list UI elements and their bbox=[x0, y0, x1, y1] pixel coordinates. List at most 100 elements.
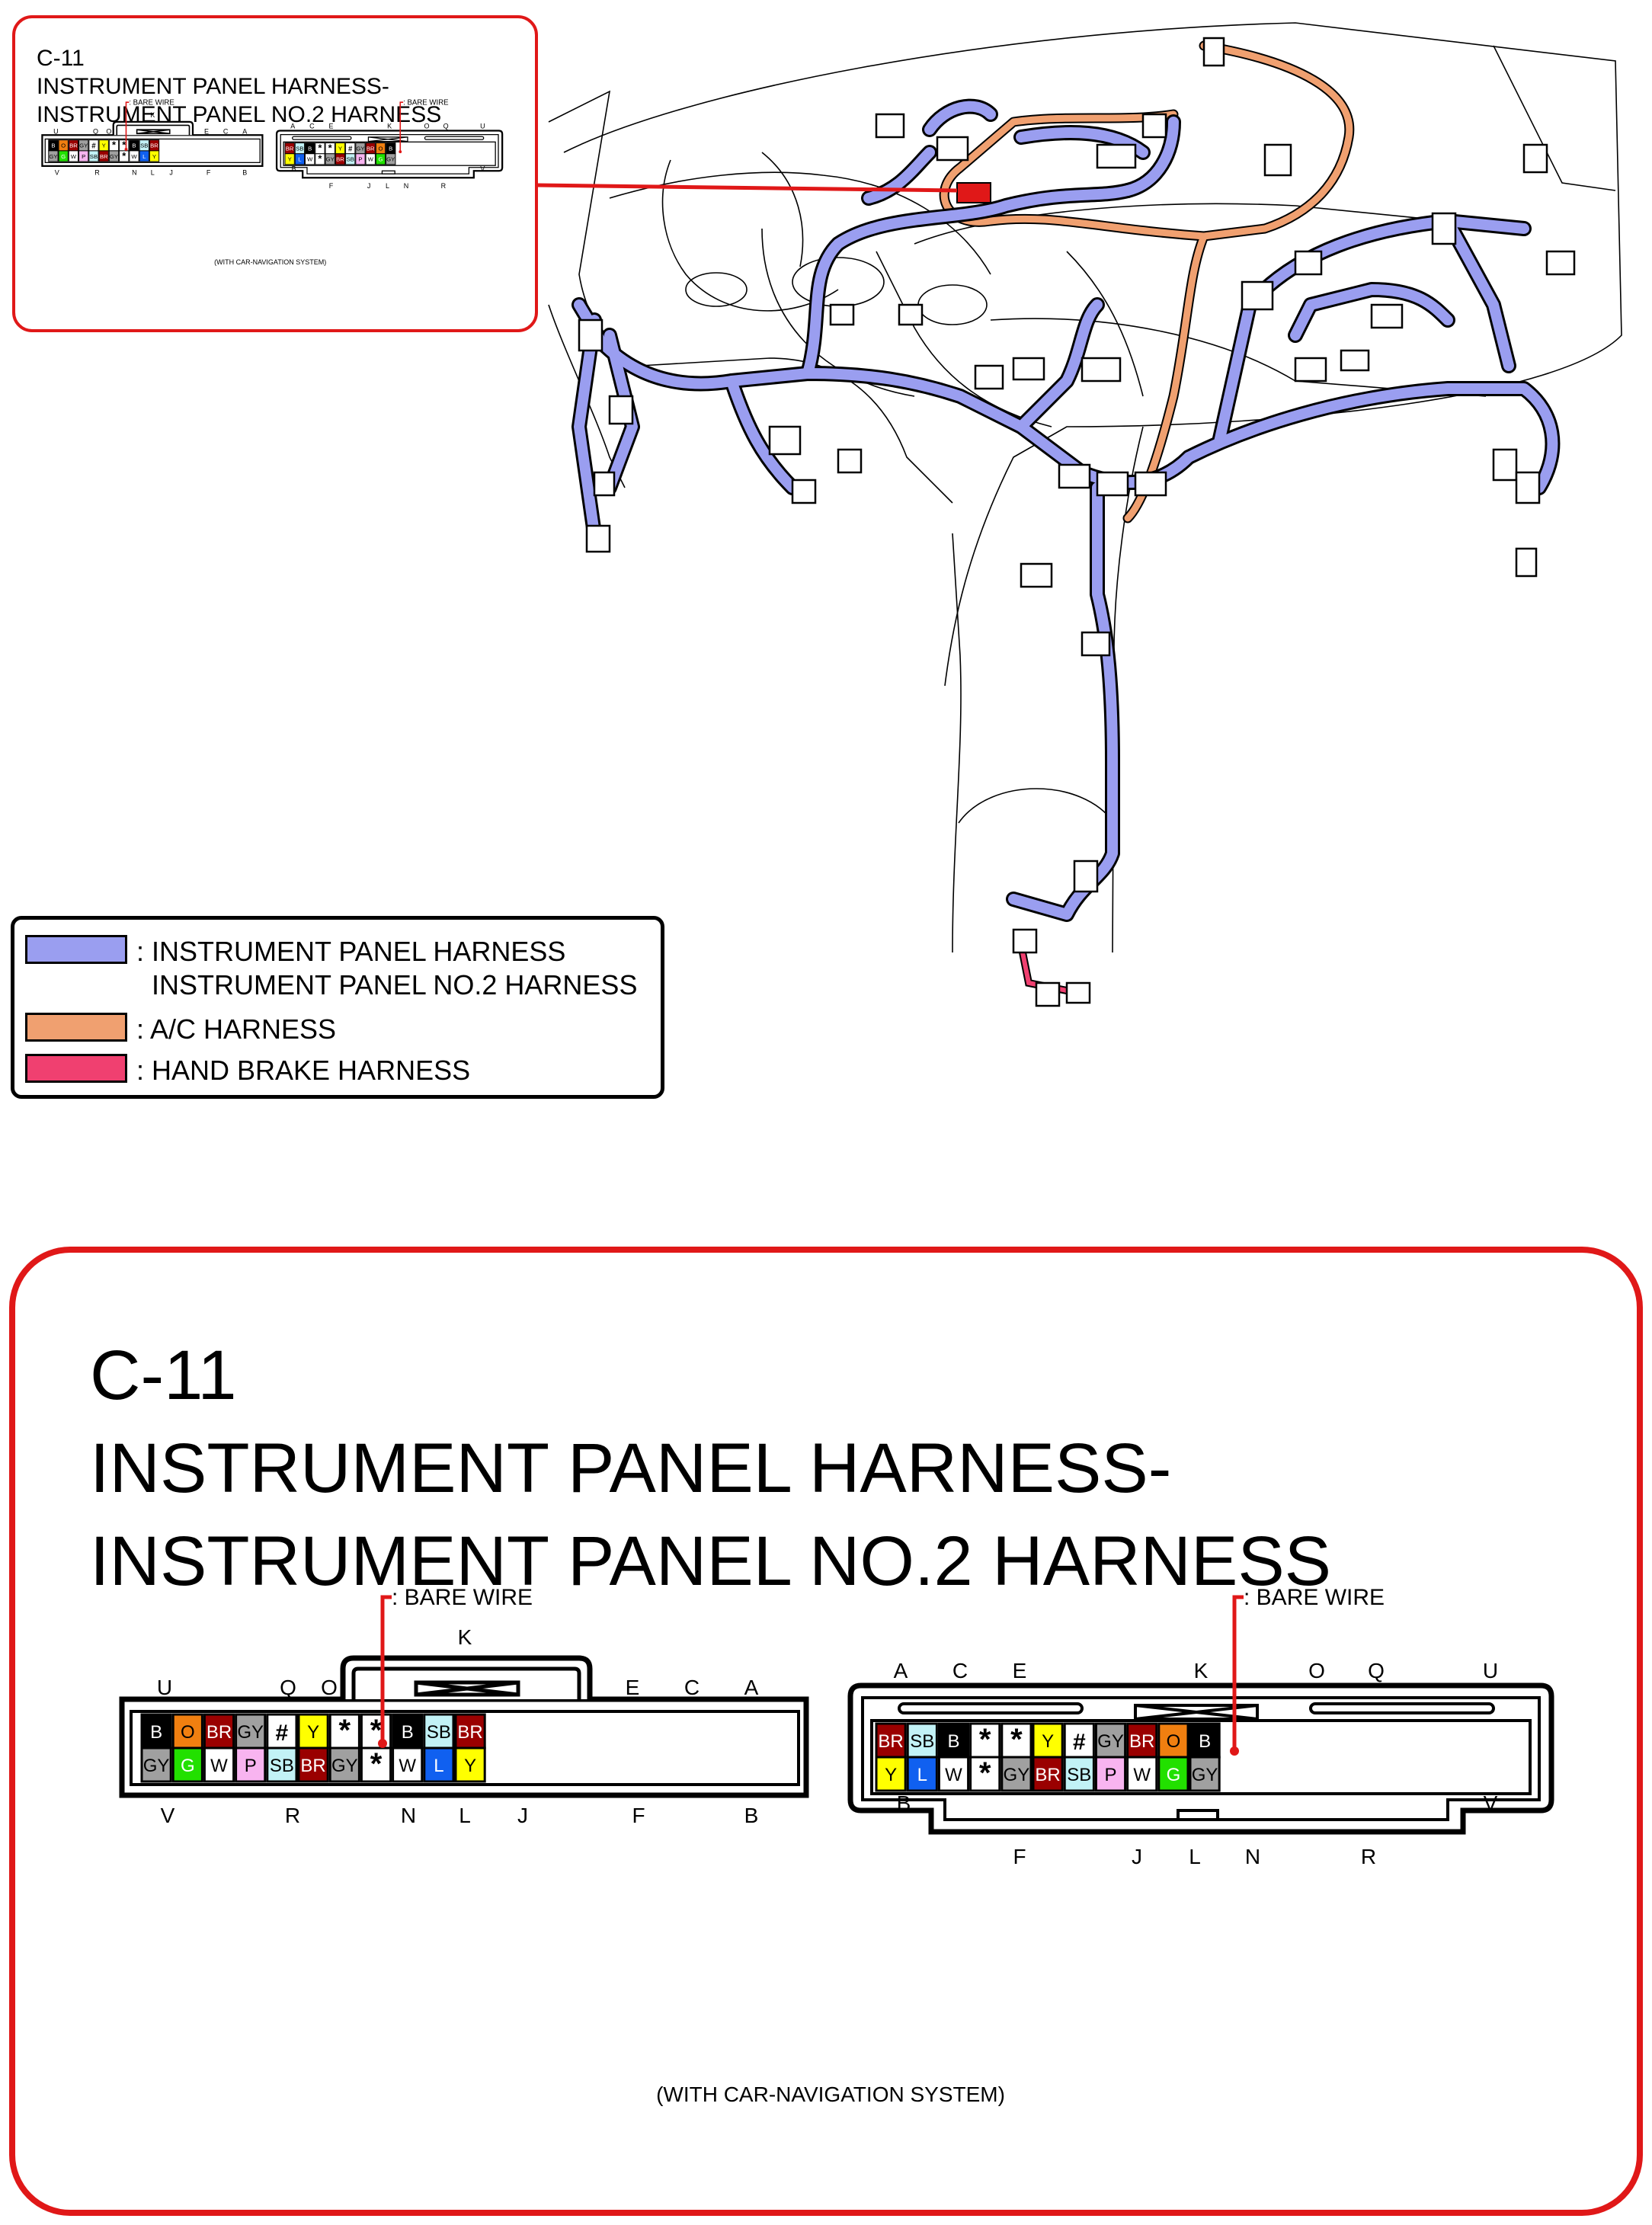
legend-swatch bbox=[25, 1013, 127, 1042]
left-pin-cell bbox=[171, 1746, 203, 1783]
right-pin-cell bbox=[365, 153, 376, 165]
right-bottom-pin-letter: B bbox=[292, 165, 296, 172]
left-pin-code: W bbox=[131, 153, 137, 160]
right-connector-rib-right bbox=[424, 136, 485, 140]
right-bottom-pin-letter: J bbox=[367, 182, 371, 190]
left-pin-cell bbox=[68, 150, 79, 162]
c11-connector-highlight[interactable] bbox=[956, 182, 991, 203]
right-top-pin-letter: E bbox=[329, 122, 334, 130]
right-pin-code: O bbox=[378, 146, 383, 152]
right-pin-cell bbox=[1126, 1756, 1158, 1792]
left-top-pin-letter: Q bbox=[93, 127, 98, 135]
left-pin-code: GY bbox=[331, 1756, 358, 1776]
legend-label: : A/C HARNESS bbox=[136, 1013, 336, 1046]
right-bottom-pin-letter: V bbox=[1484, 1791, 1498, 1815]
left-pin-code: SB bbox=[427, 1722, 451, 1743]
left-pin-cell bbox=[423, 1746, 455, 1783]
detail-connector-id: C-11 bbox=[90, 1337, 237, 1414]
right-pin-code: B bbox=[1199, 1731, 1211, 1752]
legend-label-line: INSTRUMENT PANEL NO.2 HARNESS bbox=[152, 969, 638, 1000]
left-bottom-pin-letter: J bbox=[517, 1804, 528, 1827]
right-pin-cell bbox=[325, 153, 335, 165]
right-pin-code: L bbox=[917, 1765, 927, 1785]
right-top-pin-letter: C bbox=[309, 122, 315, 130]
left-pin-cell bbox=[203, 1746, 235, 1783]
left-pin-code: W bbox=[210, 1756, 228, 1776]
right-connector-rib-right bbox=[1309, 1702, 1495, 1714]
right-bottom-pin-letter: N bbox=[404, 182, 409, 190]
detail-title: C-11 INSTRUMENT PANEL HARNESS- INSTRUMEN… bbox=[90, 1329, 1331, 1608]
left-pin-code: B bbox=[51, 142, 55, 149]
left-pin-code: BR bbox=[150, 142, 158, 149]
left-bottom-pin-letter: V bbox=[161, 1804, 175, 1827]
connector-blocks bbox=[578, 37, 1576, 1007]
right-pin-code: BR bbox=[1035, 1765, 1060, 1785]
right-pin-cell bbox=[906, 1756, 938, 1792]
detail-title-line2: INSTRUMENT PANEL NO.2 HARNESS bbox=[90, 1522, 1332, 1600]
dashboard-outline bbox=[548, 22, 1622, 953]
left-pin-cell bbox=[203, 1713, 235, 1750]
right-pin-cell bbox=[1094, 1756, 1127, 1792]
left-top-pin-letter: O bbox=[106, 127, 111, 135]
right-pin-cell bbox=[1000, 1756, 1032, 1792]
right-pin-code: P bbox=[358, 156, 362, 163]
inset-connector-diagram: INSTRUMENT PANEL HARNESSBOBRGY#Y**BSBBRG… bbox=[41, 98, 504, 266]
right-top-pin-letter: O bbox=[1308, 1659, 1325, 1682]
right-pin-code: Y bbox=[885, 1765, 897, 1785]
left-pin-code: * bbox=[339, 1714, 351, 1747]
left-bottom-pin-letter: V bbox=[55, 168, 59, 176]
left-top-pin-letter: C bbox=[223, 127, 229, 135]
left-pin-cell bbox=[297, 1713, 329, 1750]
left-pin-cell bbox=[140, 1746, 172, 1783]
right-pin-code: GY bbox=[1004, 1765, 1030, 1785]
right-pin-cell bbox=[1157, 1722, 1189, 1759]
right-pin-code: G bbox=[1167, 1765, 1181, 1785]
right-pin-code: L bbox=[298, 156, 302, 163]
right-pin-cell bbox=[1000, 1722, 1032, 1759]
legend-item-2: : HAND BRAKE HARNESS bbox=[25, 1054, 470, 1087]
right-pin-code: GY bbox=[326, 156, 335, 163]
connector-pinout-diagram: INSTRUMENT PANEL HARNESSBOBRGY#Y**BSBBRG… bbox=[119, 1585, 1554, 2106]
left-pin-code: * bbox=[370, 1747, 383, 1781]
left-bottom-pin-letter: N bbox=[401, 1804, 416, 1827]
footnote-car-navigation: (WITH CAR-NAVIGATION SYSTEM) bbox=[656, 2083, 1005, 2106]
right-bottom-pin-letter: J bbox=[1132, 1845, 1142, 1868]
left-pin-code: * bbox=[370, 1714, 383, 1747]
ac-harness-fill bbox=[940, 42, 1353, 522]
left-bare-wire-callout bbox=[125, 101, 130, 149]
left-connector-latch-inner bbox=[116, 124, 190, 136]
left-connector-lock-mark bbox=[136, 129, 171, 135]
right-pin-cell bbox=[969, 1756, 1001, 1792]
left-pin-code: Y bbox=[307, 1722, 319, 1743]
left-pin-code: L bbox=[434, 1756, 443, 1776]
right-pin-code: * bbox=[328, 142, 332, 154]
right-top-pin-letter: Q bbox=[1368, 1659, 1385, 1682]
left-pin-code: SB bbox=[140, 142, 148, 149]
right-pin-cell bbox=[1126, 1722, 1158, 1759]
right-pin-code: BR bbox=[336, 156, 344, 163]
right-pin-code: W bbox=[945, 1765, 962, 1785]
right-connector-rib-left bbox=[292, 136, 352, 140]
inset-connectors: INSTRUMENT PANEL HARNESSBOBRGY#Y**BSBBRG… bbox=[41, 98, 504, 266]
inset-callout-box: C-11 INSTRUMENT PANEL HARNESS- INSTRUMEN… bbox=[12, 15, 538, 332]
right-pin-code: BR bbox=[1129, 1731, 1154, 1752]
right-bare-wire-callout bbox=[399, 101, 404, 152]
right-pin-code: Y bbox=[338, 146, 342, 152]
right-pin-code: # bbox=[348, 146, 353, 154]
legend-label-line: : INSTRUMENT PANEL HARNESS bbox=[136, 936, 566, 967]
right-pin-cell bbox=[906, 1722, 938, 1759]
right-pin-cell bbox=[969, 1722, 1001, 1759]
left-bare-wire-label: : BARE WIRE bbox=[129, 98, 174, 107]
right-pin-cell bbox=[386, 153, 396, 165]
right-pin-code: SB bbox=[347, 156, 354, 163]
legend-swatch bbox=[25, 935, 127, 964]
right-pin-code: SB bbox=[1067, 1765, 1091, 1785]
right-pin-cell bbox=[284, 153, 295, 165]
right-bottom-pin-letter: F bbox=[329, 182, 334, 190]
right-pin-code: O bbox=[1167, 1731, 1181, 1752]
left-top-pin-letter: E bbox=[204, 127, 209, 135]
left-connector-lock-mark bbox=[414, 1680, 520, 1697]
left-pin-cell bbox=[392, 1746, 424, 1783]
left-pin-cell bbox=[98, 150, 109, 162]
right-bottom-pin-letter: B bbox=[897, 1791, 911, 1815]
